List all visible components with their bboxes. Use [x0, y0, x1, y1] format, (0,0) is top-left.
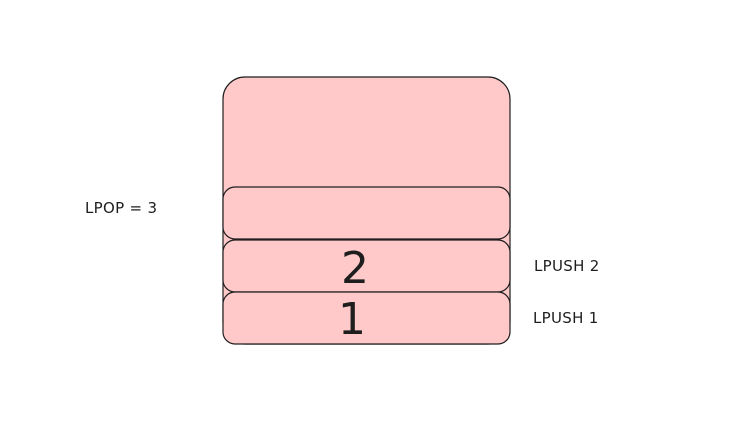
- list-slot-middle-value: 2: [341, 243, 369, 294]
- list-slot-top: [222, 186, 511, 240]
- lpush-1-label: LPUSH 1: [533, 309, 599, 327]
- list-slot-bottom: [222, 291, 511, 345]
- list-slot-bottom-value: 1: [338, 294, 366, 345]
- lpush-2-label: LPUSH 2: [534, 257, 600, 275]
- lpop-label: LPOP = 3: [85, 199, 157, 217]
